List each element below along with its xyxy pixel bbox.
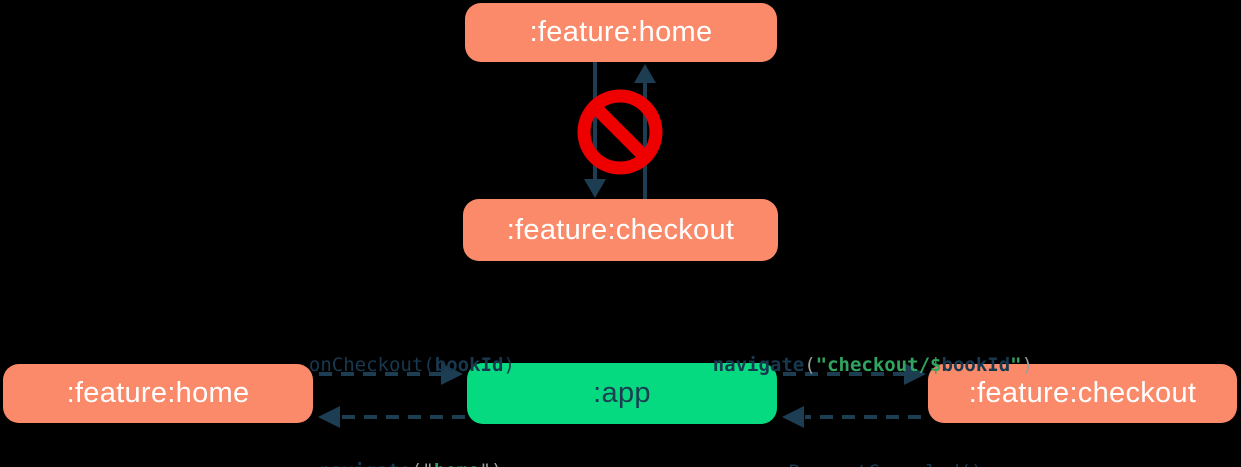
module-box-label: :app [593,377,651,409]
code-segment: onPaymentCanceled() [765,461,982,467]
code-segment: bookId [434,354,504,376]
code-segment: ( [804,354,816,376]
module-box-feature-home-top: :feature:home [465,3,777,62]
arrow-home-to-app [319,363,463,385]
module-box-app: :app [467,363,777,424]
code-segment: home [434,460,480,467]
module-box-feature-checkout: :feature:checkout [928,364,1237,423]
label-oncheckout-call: onCheckout(bookId) [263,332,515,398]
module-box-label: :feature:home [66,377,250,409]
label-onpaymentcanceled-call: onPaymentCanceled() [719,439,982,467]
code-segment: " [1010,354,1022,376]
module-box-label: :feature:checkout [968,377,1197,409]
code-segment: navigate [319,460,411,467]
label-navigate-home-call: navigate("home") [274,438,503,467]
module-box-feature-home: :feature:home [3,364,313,423]
module-box-label: :feature:home [529,16,713,48]
arrow-checkout-to-app [782,406,921,428]
code-segment: bookId [941,354,1011,376]
code-segment: ) [1021,354,1034,376]
arrow-app-to-home [318,406,465,428]
code-segment: navigate [712,354,805,376]
code-segment: ) [503,354,515,376]
module-box-label: :feature:checkout [506,213,735,246]
code-segment: (" [411,460,434,467]
no-entry-icon [577,89,663,175]
code-segment: onCheckout( [308,354,435,376]
code-segment: ") [480,460,503,467]
arrow-app-to-checkout [783,363,926,385]
label-navigate-checkout-call: navigate("checkout/$bookId") [667,332,1033,398]
module-box-feature-checkout-top: :feature:checkout [463,199,778,261]
code-segment: "checkout/$ [815,354,942,376]
